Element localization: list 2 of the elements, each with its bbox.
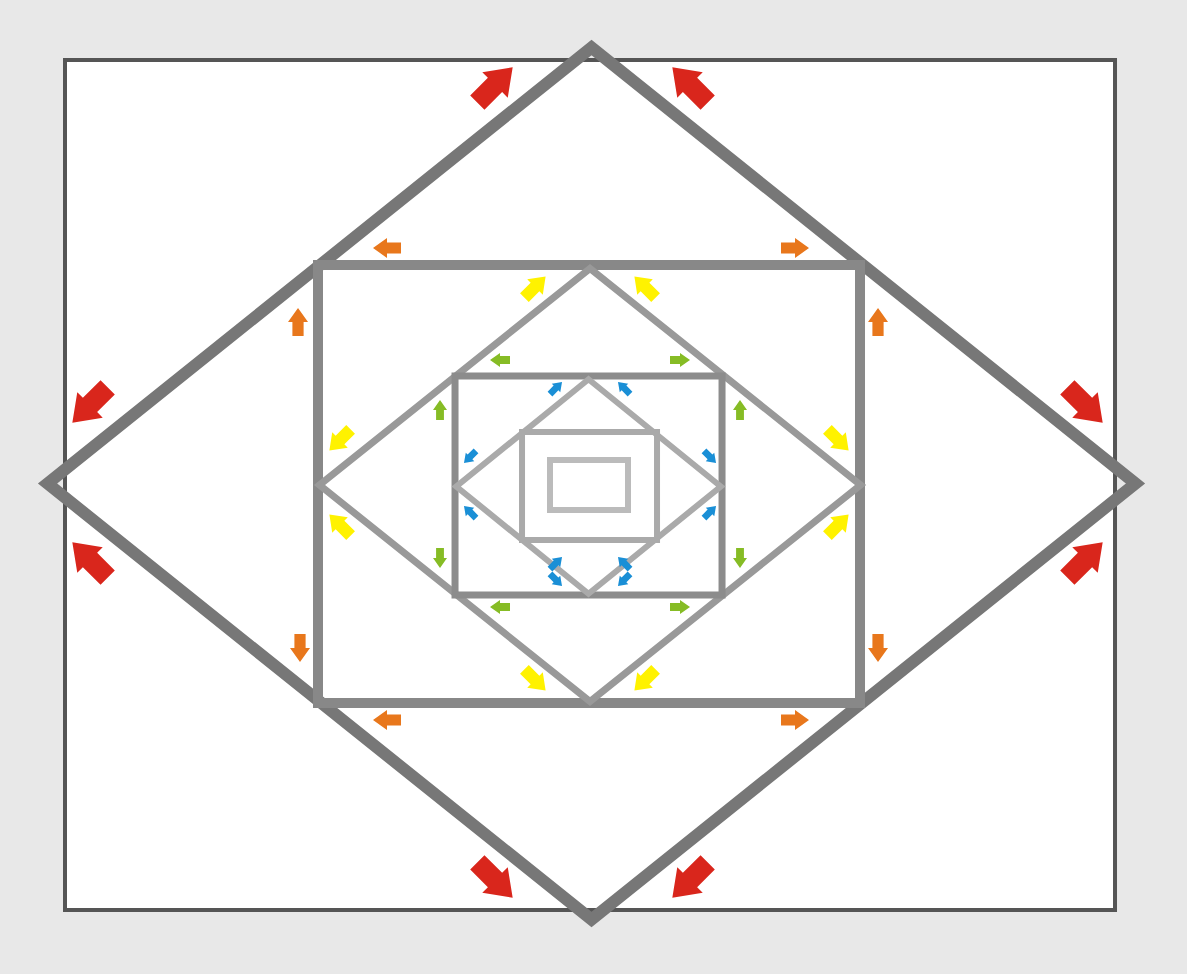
rectangle-outline	[547, 457, 631, 513]
rectangle-outline	[519, 429, 661, 543]
